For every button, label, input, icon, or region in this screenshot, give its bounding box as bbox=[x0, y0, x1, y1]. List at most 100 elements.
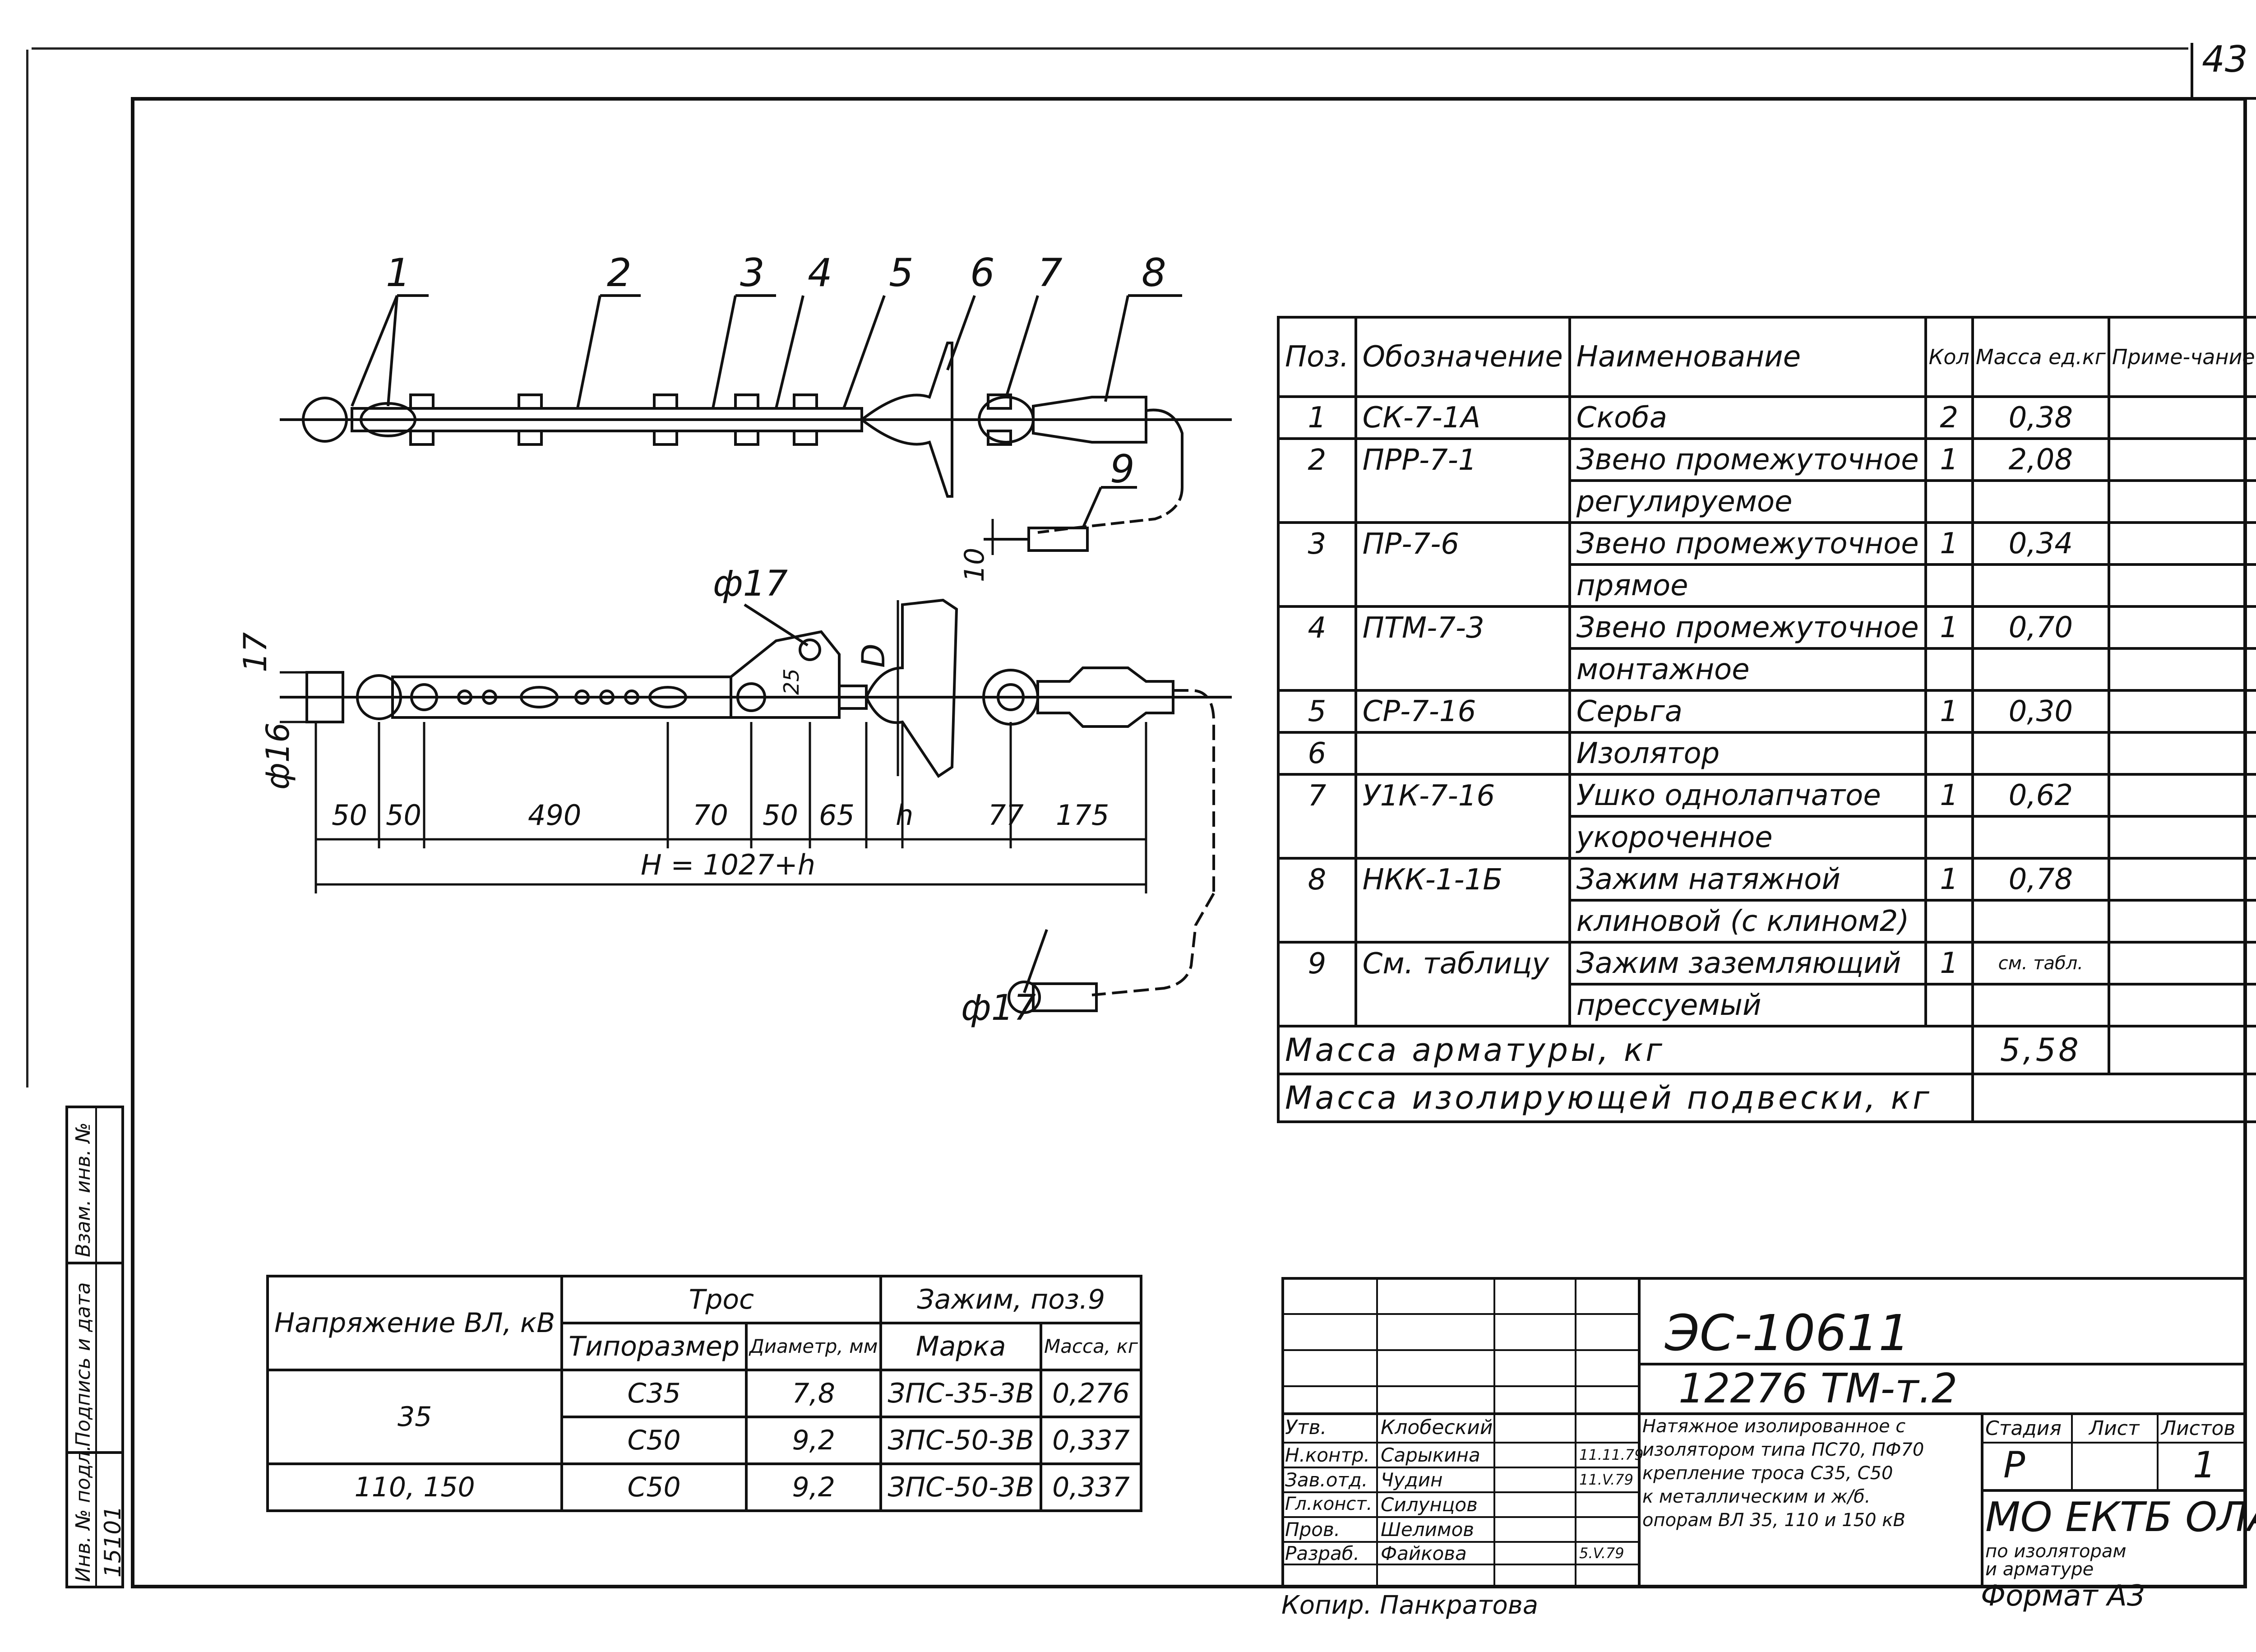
leader-lines bbox=[351, 294, 1182, 994]
specification-table: Поз. Обозначение Наименование Кол Масса … bbox=[1277, 316, 2256, 1123]
mass-cell: 0,62 bbox=[1971, 773, 2110, 818]
mass-cell: 0,34 bbox=[1971, 521, 2110, 566]
signature-date-label: Подпись и дата bbox=[72, 1282, 95, 1447]
col-name: Наименование bbox=[1568, 316, 1927, 398]
sig-name: Файкова bbox=[1381, 1542, 1467, 1564]
total-value: 5,58 bbox=[1971, 1025, 2110, 1075]
project-code: 12276 ТМ-т.2 bbox=[1678, 1365, 1958, 1412]
callout-6: 6 bbox=[970, 250, 995, 296]
col-voltage: Напряжение ВЛ, кВ bbox=[266, 1275, 564, 1371]
callout-2: 2 bbox=[607, 250, 632, 296]
table-row-continued: клиновой (с клином2) bbox=[1277, 899, 2256, 944]
note-cell bbox=[2107, 437, 2256, 482]
diameter-cell: 7,8 bbox=[744, 1369, 883, 1418]
mass-cell: см. табл. bbox=[1971, 941, 2110, 986]
callout-3: 3 bbox=[740, 250, 765, 296]
callout-9: 9 bbox=[1110, 447, 1135, 492]
pos-cell: 7 bbox=[1277, 773, 1357, 816]
sig-name: Шелимов bbox=[1381, 1518, 1475, 1541]
col-pos: Поз. bbox=[1277, 316, 1357, 398]
pos-cell: 6 bbox=[1277, 731, 1357, 776]
phi16-label: ф16 bbox=[259, 722, 296, 790]
designation-cell: НКК-1-1Б bbox=[1354, 857, 1571, 900]
bolts bbox=[409, 393, 1012, 446]
total-value bbox=[1971, 1073, 2256, 1123]
table-row-continued: прямое bbox=[1277, 563, 2256, 608]
table-row: 110, 150 С50 9,2 ЗПС-50-3В 0,337 bbox=[266, 1462, 1142, 1512]
name-cell: Звено промежуточное bbox=[1568, 437, 1927, 482]
voltage-cell: 110, 150 bbox=[266, 1462, 564, 1512]
name-cell-2: прямое bbox=[1568, 563, 1927, 608]
phi17-top-label: ф17 bbox=[713, 564, 788, 604]
organization-sub: по изоляторам bbox=[1985, 1541, 2127, 1562]
callout-4: 4 bbox=[808, 250, 832, 296]
qty-cell: 1 bbox=[1924, 857, 1974, 902]
mass-cell bbox=[1971, 731, 2110, 776]
page-number: 43 bbox=[2202, 38, 2248, 80]
designation-cell: СК-7-1А bbox=[1354, 395, 1571, 440]
table-row-continued: прессуемый bbox=[1277, 983, 2256, 1027]
pos-cell: 3 bbox=[1277, 521, 1357, 565]
brand-cell: ЗПС-50-3В bbox=[879, 1462, 1042, 1512]
table-row-continued: монтажное bbox=[1277, 647, 2256, 692]
insulator-side bbox=[864, 598, 958, 778]
dim-value: 175 bbox=[1056, 799, 1110, 832]
sig-name: Силунцов bbox=[1381, 1494, 1478, 1516]
pos-cell: 1 bbox=[1277, 395, 1357, 440]
note-cell bbox=[2107, 731, 2256, 776]
note-cell bbox=[2107, 395, 2256, 440]
total-row: Масса арматуры, кг 5,58 bbox=[1277, 1025, 2256, 1075]
dim-value: 50 bbox=[386, 799, 421, 832]
sig-role: Утв. bbox=[1285, 1416, 1327, 1439]
qty-cell: 1 bbox=[1924, 605, 1974, 650]
name-cell: Звено промежуточное bbox=[1568, 521, 1927, 566]
stage-label: Стадия bbox=[1985, 1417, 2062, 1440]
qty-cell: 2 bbox=[1924, 395, 1974, 440]
col-size: Типоразмер bbox=[560, 1322, 748, 1371]
mass-cell: 0,78 bbox=[1971, 857, 2110, 902]
name-cell-2: регулируемое bbox=[1568, 479, 1927, 524]
organization-sub: и арматуре bbox=[1985, 1559, 2094, 1580]
table-row: С50 9,2 ЗПС-50-3В 0,337 bbox=[268, 1416, 1142, 1465]
qty-cell: 1 bbox=[1924, 437, 1974, 482]
designation-cell: У1К-7-16 bbox=[1354, 773, 1571, 816]
col-clamp: Зажим, поз.9 bbox=[879, 1275, 1142, 1324]
outer-border-left bbox=[26, 50, 28, 1087]
shackle-ring bbox=[302, 397, 348, 443]
name-cell: Серьга bbox=[1568, 689, 1927, 734]
replacement-inv-label: Взам. инв. № bbox=[72, 1122, 95, 1257]
dim-value: 65 bbox=[819, 799, 855, 832]
sig-name: Чудин bbox=[1381, 1469, 1443, 1491]
table-row: 9 См. таблицу Зажим заземляющий 1 см. та… bbox=[1277, 941, 2256, 986]
doc-code: ЭС-10611 bbox=[1665, 1304, 1910, 1362]
sig-role: Разраб. bbox=[1285, 1542, 1360, 1564]
pos-cell: 8 bbox=[1277, 857, 1357, 900]
qty-cell: 1 bbox=[1924, 773, 1974, 818]
note-cell bbox=[2107, 857, 2256, 902]
sig-role: Н.контр. bbox=[1285, 1444, 1370, 1466]
name-cell: Зажим заземляющий bbox=[1568, 941, 1927, 986]
total-label: Масса изолирующей подвески, кг bbox=[1277, 1073, 1974, 1123]
pos-cell: 9 bbox=[1277, 941, 1357, 984]
pos-cell: 5 bbox=[1277, 689, 1357, 734]
organization: МО ЕКТБ ОЛА bbox=[1985, 1494, 2256, 1541]
size-cell: С50 bbox=[560, 1416, 748, 1465]
total-row: Масса изолирующей подвески, кг bbox=[1277, 1073, 2256, 1123]
table-row: 5 СР-7-16 Серьга 1 0,30 bbox=[1277, 689, 2256, 734]
table-row: 4 ПТМ-7-3 Звено промежуточное 1 0,70 bbox=[1277, 605, 2256, 650]
name-cell-2: укороченное bbox=[1568, 815, 1927, 860]
col-cable: Трос bbox=[560, 1275, 883, 1324]
sig-date: 11.11.79 bbox=[1579, 1446, 1644, 1463]
sig-role: Зав.отд. bbox=[1285, 1469, 1368, 1491]
dim-value: 70 bbox=[693, 799, 728, 832]
inv-label: Инв. № подл. bbox=[72, 1445, 95, 1582]
qty-cell bbox=[1924, 731, 1974, 776]
sig-date: 11.V.79 bbox=[1579, 1471, 1633, 1488]
tension-clamp-side bbox=[1036, 666, 1174, 728]
brand-cell: ЗПС-35-3В bbox=[879, 1369, 1042, 1418]
name-cell: Ушко однолапчатое bbox=[1568, 773, 1927, 818]
dim-value: 50 bbox=[763, 799, 798, 832]
designation-cell: ПТМ-7-3 bbox=[1354, 605, 1571, 648]
sig-role: Гл.конст. bbox=[1285, 1494, 1373, 1514]
